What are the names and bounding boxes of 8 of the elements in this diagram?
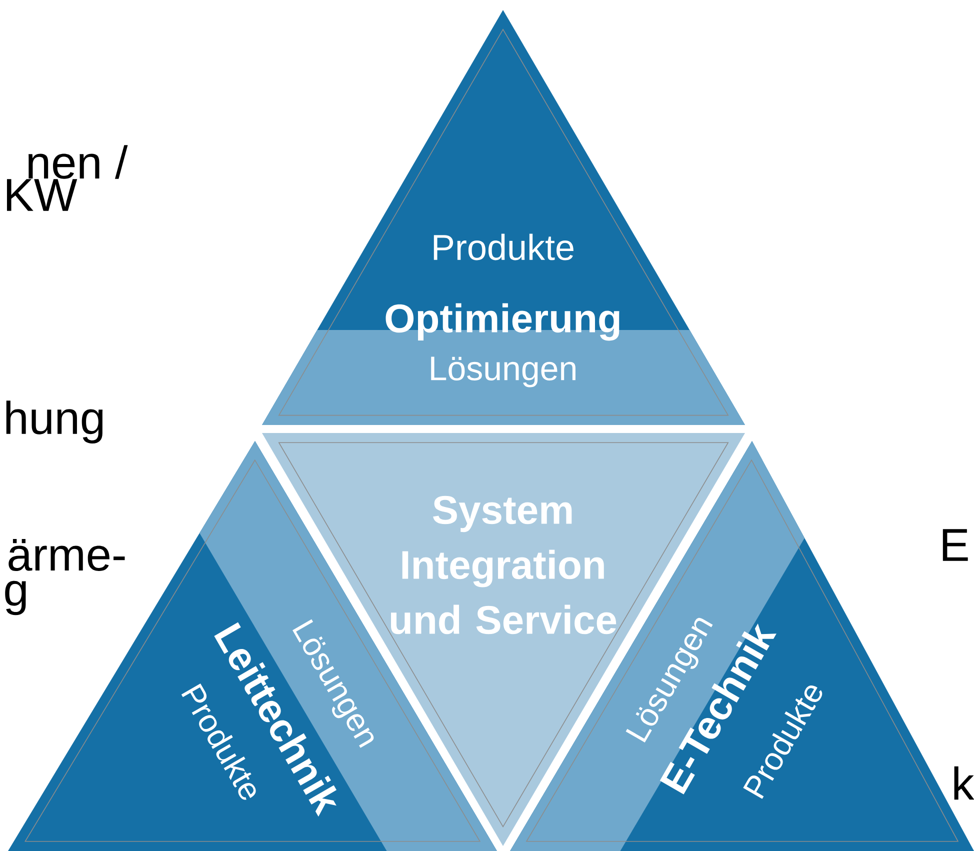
text-fragment: nen / [28,145,128,179]
text-fragment: k [954,766,974,800]
text-fragment: ärme- [8,539,125,571]
text-fragment: hung [6,400,103,444]
text-fragment: g [5,580,26,616]
text-fragment: KW [6,179,78,211]
triangle-segment: Produkte Optimierung Lösungen [262,10,745,425]
text-fragment: E [942,529,968,561]
